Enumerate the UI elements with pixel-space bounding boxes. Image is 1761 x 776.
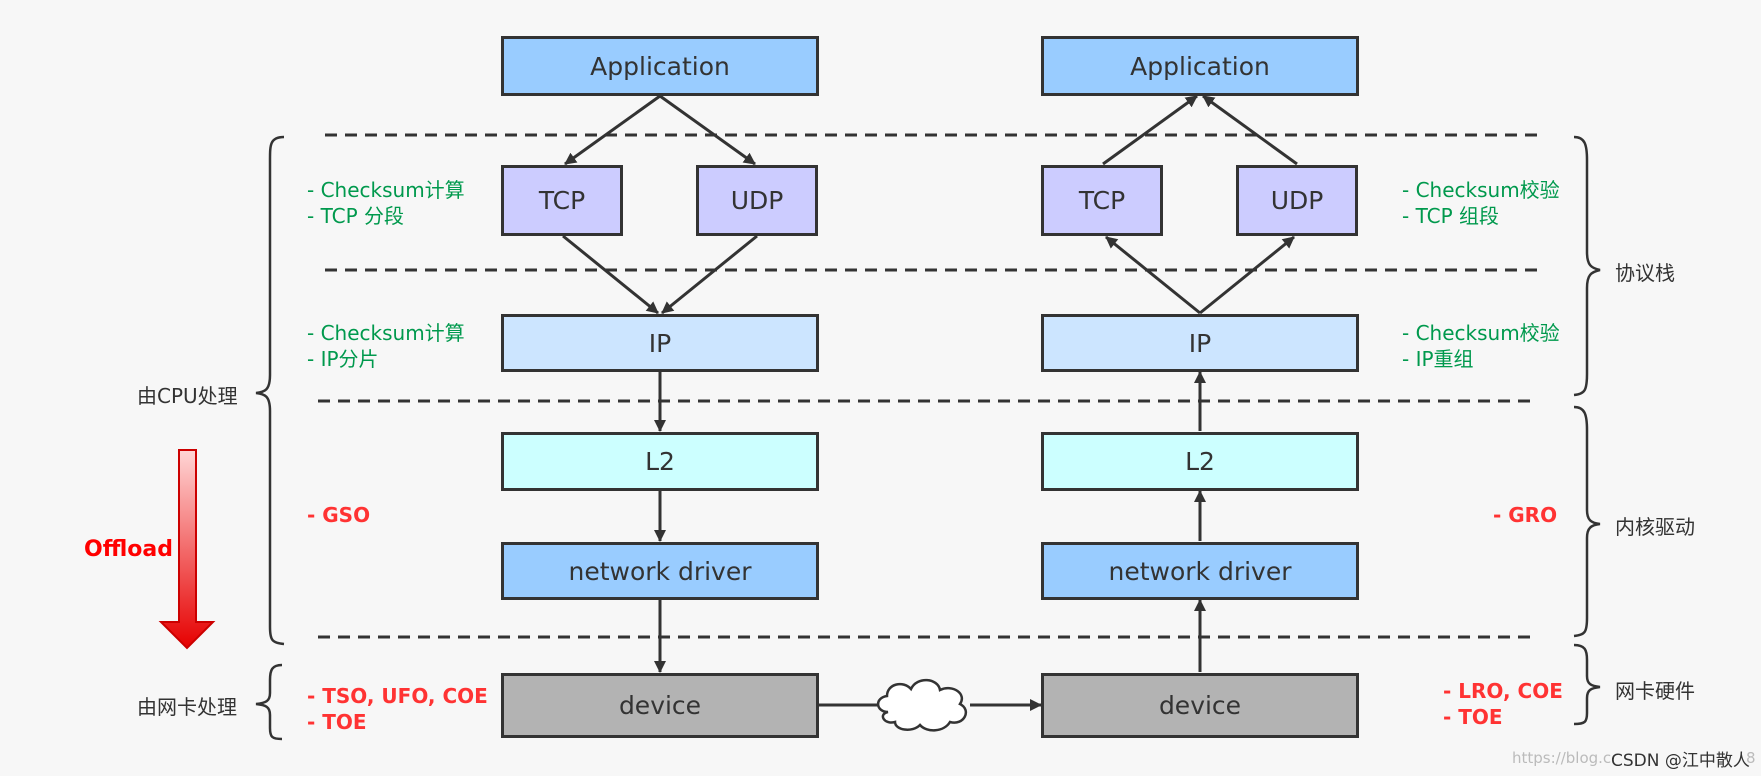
right-ip-note: - Checksum校验 - IP重组 <box>1402 320 1560 372</box>
note-line: - Checksum计算 <box>307 178 465 202</box>
left-ip-box: IP <box>501 314 819 372</box>
note-line: - TOE <box>307 710 367 734</box>
brace-nic-left <box>255 663 283 741</box>
brace-kernel <box>1573 405 1601 638</box>
nic-processing-label: 由网卡处理 <box>137 695 237 719</box>
note-line: - Checksum校验 <box>1402 321 1560 345</box>
left-ip-note: - Checksum计算 - IP分片 <box>307 320 465 372</box>
left-connectors <box>562 94 758 673</box>
right-ip-box: IP <box>1041 314 1359 372</box>
right-tcp-box: TCP <box>1041 165 1163 236</box>
left-device-box: device <box>501 673 819 738</box>
note-line: - LRO, COE <box>1443 679 1563 703</box>
watermark-url: https://blog.c <box>1512 749 1612 767</box>
right-driver-box: network driver <box>1041 542 1359 600</box>
right-udp-box: UDP <box>1236 165 1358 236</box>
right-transport-note: - Checksum校验 - TCP 组段 <box>1402 177 1560 229</box>
offload-arrow <box>158 449 216 650</box>
layer-separators <box>318 133 1540 639</box>
cloud-icon <box>876 678 968 732</box>
left-tcp-box: TCP <box>501 165 623 236</box>
note-line: - Checksum校验 <box>1402 178 1560 202</box>
note-line: - TOE <box>1443 705 1503 729</box>
protocol-stack-label: 协议栈 <box>1615 261 1675 285</box>
right-device-box: device <box>1041 673 1359 738</box>
watermark-tail: 8 <box>1746 749 1756 767</box>
note-line: - GRO <box>1493 503 1558 527</box>
note-line: - IP重组 <box>1402 347 1474 371</box>
nic-hardware-label: 网卡硬件 <box>1615 679 1695 703</box>
left-kernel-note: - GSO <box>307 502 370 528</box>
note-line: - TCP 组段 <box>1402 204 1500 228</box>
right-application-box: Application <box>1041 36 1359 96</box>
note-line: - TSO, UFO, COE <box>307 684 488 708</box>
note-line: - IP分片 <box>307 347 379 371</box>
left-udp-box: UDP <box>696 165 818 236</box>
brace-nic-right <box>1573 643 1601 726</box>
left-application-box: Application <box>501 36 819 96</box>
cpu-processing-label: 由CPU处理 <box>137 384 238 408</box>
left-l2-box: L2 <box>501 432 819 491</box>
watermark-credit: CSDN @江中散人 <box>1611 751 1750 771</box>
left-driver-box: network driver <box>501 542 819 600</box>
right-connectors <box>1102 94 1298 672</box>
brace-protocol <box>1573 135 1601 397</box>
offload-label: Offload <box>84 537 173 562</box>
right-l2-box: L2 <box>1041 432 1359 491</box>
brace-cpu <box>255 135 285 646</box>
left-nic-note: - TSO, UFO, COE - TOE <box>307 683 488 735</box>
note-line: - TCP 分段 <box>307 204 405 228</box>
right-kernel-note: - GRO <box>1493 502 1557 528</box>
right-nic-note: - LRO, COE - TOE <box>1443 678 1563 730</box>
note-line: - Checksum计算 <box>307 321 465 345</box>
left-transport-note: - Checksum计算 - TCP 分段 <box>307 177 465 229</box>
kernel-driver-label: 内核驱动 <box>1615 515 1695 539</box>
note-line: - GSO <box>307 503 371 527</box>
